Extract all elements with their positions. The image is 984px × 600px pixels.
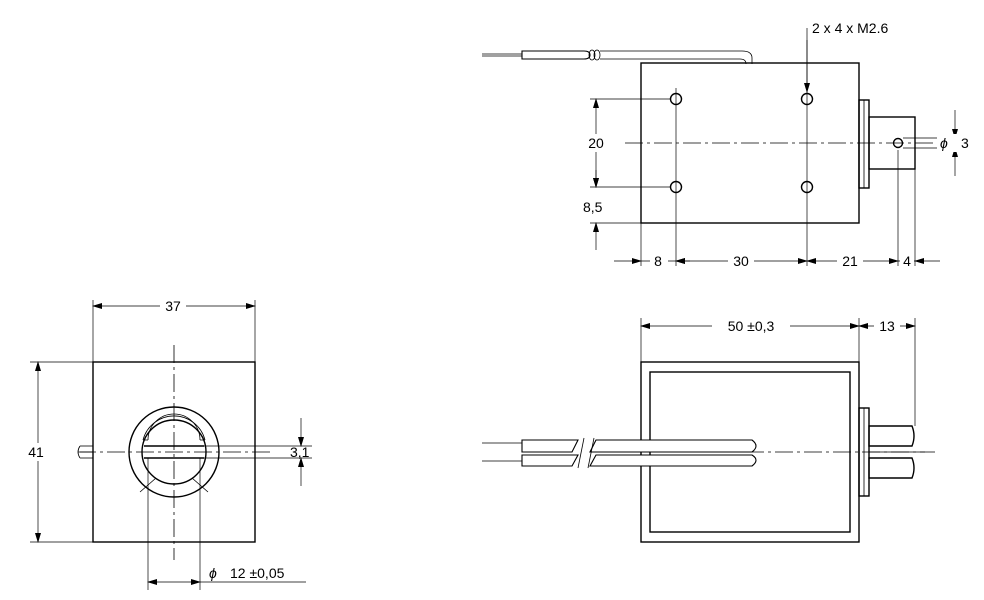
side-view-lead-wires	[482, 437, 757, 469]
side-view-plunger-lower	[868, 457, 915, 479]
dim-8-5: 8,5	[583, 199, 603, 215]
dim-4: 4	[903, 253, 911, 269]
dim-30: 30	[733, 253, 749, 269]
top-view: 2 x 4 x M2.6 20 8,5 8 30 21 4	[482, 20, 973, 270]
side-view: 50 ±0,3 13	[482, 317, 935, 543]
phi-symbol: ϕ	[209, 565, 217, 581]
dim-8: 8	[654, 253, 662, 269]
dim-phi-3: 3	[961, 135, 969, 151]
dim-phi-12: 12 ±0,05	[230, 565, 285, 581]
side-view-plunger-upper	[868, 425, 915, 447]
dim-50: 50 ±0,3	[728, 318, 775, 334]
dim-20: 20	[588, 135, 604, 151]
dim-3-1: 3,1	[290, 444, 310, 460]
dim-41: 41	[28, 444, 44, 460]
dim-21: 21	[842, 253, 858, 269]
dim-13: 13	[879, 318, 895, 334]
front-view: 37 41 3,1 ϕ 12 ±0,05	[24, 297, 312, 590]
holes-callout: 2 x 4 x M2.6	[812, 20, 888, 36]
dim-37: 37	[165, 298, 181, 314]
top-view-lead-wires	[482, 49, 753, 65]
phi-symbol: ϕ	[940, 135, 948, 151]
